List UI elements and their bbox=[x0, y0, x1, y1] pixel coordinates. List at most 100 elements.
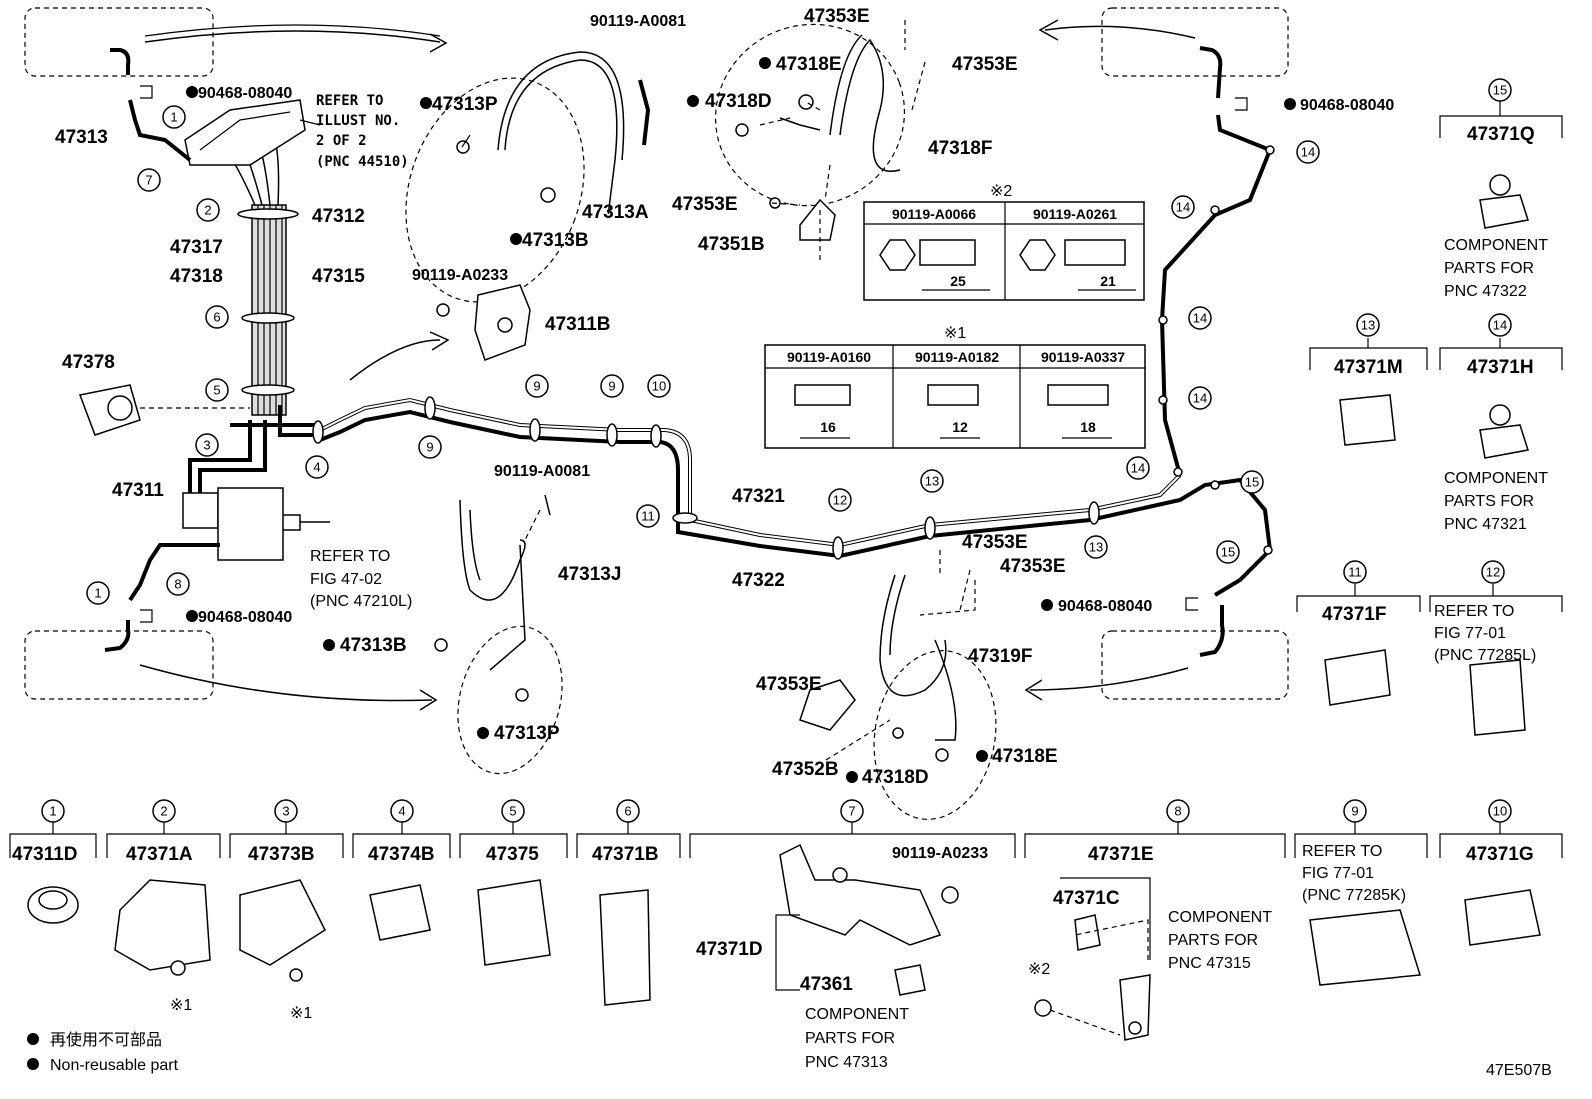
callout-10: 10 bbox=[1493, 804, 1507, 819]
table2-dim-1: 25 bbox=[950, 273, 966, 289]
callout-5: 5 bbox=[213, 383, 220, 398]
abs-actuator bbox=[182, 487, 330, 561]
callout-10: 10 bbox=[652, 379, 666, 394]
callout-2: 2 bbox=[204, 203, 211, 218]
component-47321-3: PNC 47321 bbox=[1444, 516, 1527, 533]
ref-fig7701k-2: FIG 77-01 bbox=[1302, 865, 1374, 882]
label-47318e: 47318E bbox=[776, 54, 842, 75]
legend-jp: 再使用不可部品 bbox=[50, 1031, 162, 1049]
component-47315-2: PARTS FOR bbox=[1168, 932, 1258, 949]
ref-fig7701k-1: REFER TO bbox=[1302, 843, 1382, 860]
callout-15: 15 bbox=[1493, 83, 1507, 98]
ref-fig4702-2: FIG 47-02 bbox=[310, 571, 382, 588]
label-90468-08040: 90468-08040 bbox=[1300, 97, 1394, 114]
actuator-connector bbox=[184, 99, 306, 166]
callout-7: 7 bbox=[145, 173, 152, 188]
label-90468-08040: 90468-08040 bbox=[1058, 598, 1152, 615]
ref-fig7701l-3: (PNC 77285L) bbox=[1434, 647, 1536, 664]
bottom-part-shapes bbox=[27, 843, 1541, 1041]
pipe-lower-left bbox=[128, 543, 220, 602]
vehicle-box-bottom-right bbox=[1101, 630, 1289, 700]
vehicle-box-top-right bbox=[1101, 7, 1289, 77]
bottom-brackets bbox=[9, 822, 1563, 858]
label-47371a: 47371A bbox=[126, 844, 193, 865]
callout-9: 9 bbox=[1351, 804, 1358, 819]
label-47317: 47317 bbox=[170, 237, 223, 258]
label-47371b: 47371B bbox=[592, 844, 659, 865]
label-47371g: 47371G bbox=[1466, 844, 1534, 865]
mark-s1b: ※1 bbox=[290, 1005, 312, 1022]
component-47322-3: PNC 47322 bbox=[1444, 283, 1527, 300]
fastener-table-1 bbox=[764, 344, 1146, 449]
label-47311b: 47311B bbox=[545, 314, 611, 335]
label-90119-a0233: 90119-A0233 bbox=[892, 845, 988, 862]
callout-11: 11 bbox=[641, 509, 655, 524]
arrow-top-left bbox=[144, 24, 448, 53]
label-90468-08040: 90468-08040 bbox=[198, 85, 292, 102]
label-47313b: 47313B bbox=[340, 635, 407, 656]
callout-4: 4 bbox=[398, 804, 405, 819]
callout-14: 14 bbox=[1193, 311, 1207, 326]
label-47318d: 47318D bbox=[705, 91, 772, 112]
callout-14: 14 bbox=[1301, 145, 1315, 160]
leader-lines bbox=[299, 20, 1149, 1036]
label-47361: 47361 bbox=[800, 974, 853, 995]
callout-2: 2 bbox=[160, 804, 167, 819]
label-47371e: 47371E bbox=[1088, 844, 1154, 865]
callout-12: 12 bbox=[833, 493, 847, 508]
callout-8: 8 bbox=[174, 577, 181, 592]
ref-illust-2: ILLUST NO. bbox=[316, 113, 400, 129]
part-labels: 47313 90468-08040 REFER TO ILLUST NO. 2 … bbox=[12, 6, 1552, 1079]
component-47322-1: COMPONENT bbox=[1444, 237, 1548, 254]
callout-13: 13 bbox=[1361, 318, 1375, 333]
callout-9: 9 bbox=[608, 379, 615, 394]
pipe-47313 bbox=[128, 99, 192, 162]
label-47322: 47322 bbox=[732, 570, 785, 591]
callouts: 1 7 2 6 5 3 4 8 1 9 9 9 10 11 12 13 13 1… bbox=[41, 78, 1512, 823]
component-47313-1: COMPONENT bbox=[805, 1006, 909, 1023]
label-47318e: 47318E bbox=[992, 746, 1058, 767]
mark-1: ※1 bbox=[944, 325, 966, 342]
table2-header-2: 90119-A0261 bbox=[1033, 206, 1117, 222]
non-reusable-dots bbox=[27, 57, 1296, 1070]
label-47318f: 47318F bbox=[928, 138, 992, 159]
arrow-top-right bbox=[1038, 19, 1196, 41]
harness-branch bbox=[188, 420, 252, 500]
callout-14: 14 bbox=[1193, 391, 1207, 406]
component-47315-1: COMPONENT bbox=[1168, 909, 1272, 926]
label-90119-a0081: 90119-A0081 bbox=[494, 463, 590, 480]
table2-dim-2: 21 bbox=[1100, 273, 1116, 289]
rear-hose-right bbox=[799, 574, 997, 820]
table2-header-1: 90119-A0066 bbox=[892, 206, 976, 222]
harness-bundle bbox=[224, 139, 299, 416]
label-47311: 47311 bbox=[112, 480, 164, 501]
legend-en: Non-reusable part bbox=[50, 1057, 179, 1074]
label-47353e: 47353E bbox=[672, 194, 738, 215]
mark-s2a: ※2 bbox=[1028, 961, 1050, 978]
label-47312: 47312 bbox=[312, 206, 365, 227]
label-90468-08040: 90468-08040 bbox=[198, 609, 292, 626]
label-47313b: 47313B bbox=[522, 230, 589, 251]
label-47371h: 47371H bbox=[1467, 357, 1534, 378]
rear-hose-left bbox=[434, 494, 563, 775]
callout-15: 15 bbox=[1245, 475, 1259, 490]
label-47353e: 47353E bbox=[804, 6, 870, 27]
mark-2: ※2 bbox=[990, 183, 1012, 200]
label-47371m: 47371M bbox=[1334, 357, 1403, 378]
ref-fig7701k-3: (PNC 77285K) bbox=[1302, 887, 1406, 904]
label-90119-a0081: 90119-A0081 bbox=[590, 13, 686, 30]
table1-header-3: 90119-A0337 bbox=[1041, 349, 1125, 365]
callout-13: 13 bbox=[1089, 540, 1103, 555]
label-47353e: 47353E bbox=[1000, 556, 1066, 577]
callout-3: 3 bbox=[203, 438, 210, 453]
mark-s1a: ※1 bbox=[170, 997, 192, 1014]
label-47375: 47375 bbox=[486, 844, 539, 865]
table1-header-2: 90119-A0182 bbox=[915, 349, 999, 365]
label-47313p: 47313P bbox=[432, 94, 498, 115]
brake-line-rear-right bbox=[1159, 114, 1273, 476]
arrow-bottom-left bbox=[139, 664, 438, 711]
component-47321-2: PARTS FOR bbox=[1444, 493, 1534, 510]
label-47374b: 47374B bbox=[368, 844, 435, 865]
table1-dim-1: 16 bbox=[820, 419, 836, 435]
table1-dim-2: 12 bbox=[952, 419, 968, 435]
